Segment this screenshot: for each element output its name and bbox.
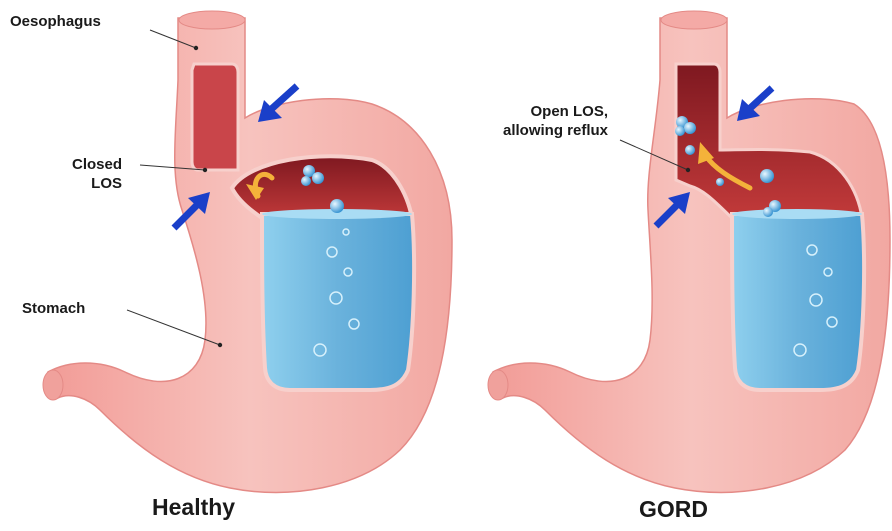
open-los-pointer-dot — [686, 168, 690, 172]
closed-los-pointer-dot — [203, 168, 207, 172]
gord-gas-bubble — [763, 207, 773, 217]
healthy-gas-bubble — [312, 172, 324, 184]
open-los-label: Open LOS, allowing reflux — [440, 102, 608, 140]
gord-stomach — [488, 11, 890, 492]
oesophagus-label: Oesophagus — [10, 12, 101, 31]
gord-reflux-bubble — [684, 122, 696, 134]
stomach-pointer-dot — [218, 343, 222, 347]
closed-los-label: Closed LOS — [50, 155, 122, 193]
healthy-duodenum-opening — [43, 370, 63, 400]
gord-caption: GORD — [639, 496, 708, 523]
stomach-label: Stomach — [22, 299, 85, 318]
gord-liquid-surface — [732, 209, 862, 219]
healthy-gas-bubble — [301, 176, 311, 186]
gord-reflux-bubble — [675, 126, 685, 136]
gord-gas-bubble — [760, 169, 774, 183]
open-los-label-line2: allowing reflux — [440, 121, 608, 140]
gord-duodenum-opening — [488, 370, 508, 400]
open-los-label-line1: Open LOS, — [440, 102, 608, 121]
healthy-oesophagus-lumen — [192, 64, 238, 170]
gord-gas-bubble — [716, 178, 724, 186]
healthy-oesophagus-opening — [179, 11, 245, 29]
healthy-stomach — [43, 11, 452, 492]
healthy-caption: Healthy — [152, 494, 235, 521]
healthy-gas-bubble — [330, 199, 344, 213]
healthy-stomach-liquid — [262, 214, 414, 390]
closed-los-label-line2: LOS — [50, 174, 122, 193]
closed-los-label-line1: Closed — [50, 155, 122, 174]
gord-reflux-bubble — [685, 145, 695, 155]
gord-oesophagus-opening — [661, 11, 727, 29]
oesophagus-pointer-dot — [194, 46, 198, 50]
gord-stomach-liquid — [732, 214, 864, 390]
